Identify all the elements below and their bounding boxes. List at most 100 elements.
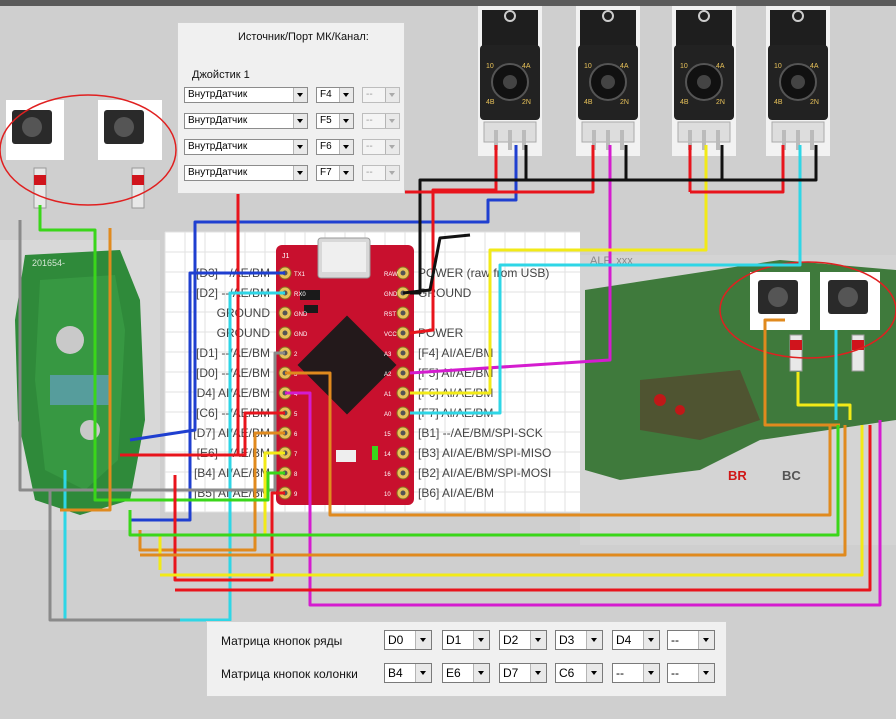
- channel-select-value: --: [366, 141, 373, 152]
- wire-red: [173, 475, 285, 582]
- matrix-col-select[interactable]: B4: [384, 663, 432, 683]
- matrix-col-select[interactable]: D7: [499, 663, 547, 683]
- matrix-col-select[interactable]: C6: [555, 663, 603, 683]
- left-pin-silk: 8: [294, 472, 298, 478]
- matrix-col-select[interactable]: --: [612, 663, 660, 683]
- wire-gray: [20, 488, 180, 622]
- right-pin-silk: A0: [384, 412, 392, 418]
- source-select[interactable]: ВнутрДатчик: [184, 113, 308, 129]
- left-pin-label: [D7] AI/AE/BM: [193, 426, 270, 440]
- matrix-row-select[interactable]: --: [667, 630, 715, 650]
- matrix-row-select[interactable]: D4: [612, 630, 660, 650]
- left-pin-silk: 9: [294, 492, 298, 498]
- left-pin-label: [B5] AI/AE/BM: [194, 486, 270, 500]
- chevron-down-icon: [698, 631, 714, 649]
- wire-yellow: [796, 372, 852, 420]
- left-pin-label: [D1] --/AE/BM: [196, 346, 270, 360]
- wire-blue: [129, 145, 518, 442]
- right-pin-label: [B3] AI/AE/BM/SPI-MISO: [418, 446, 551, 460]
- right-pin-label: POWER: [418, 326, 464, 340]
- chevron-down-icon: [473, 631, 489, 649]
- left-pin-silk: 3: [294, 372, 298, 378]
- wire-green: [128, 425, 840, 537]
- right-pin-label: [B6] AI/AE/BM: [418, 486, 494, 500]
- wire-black: [420, 145, 818, 182]
- left-pin-silk: TX1: [294, 272, 306, 278]
- chevron-down-icon: [586, 664, 602, 682]
- matrix-row-select[interactable]: D1: [442, 630, 490, 650]
- matrix-col-select[interactable]: --: [667, 663, 715, 683]
- chevron-down-icon: [339, 140, 353, 154]
- button-matrix-panel: Матрица кнопок ряды Матрица кнопок колон…: [206, 621, 727, 697]
- matrix-col-select[interactable]: E6: [442, 663, 490, 683]
- matrix-select-value: --: [671, 633, 679, 647]
- wire-red: [120, 411, 285, 457]
- pot-label: 4A: [716, 63, 725, 70]
- chevron-down-icon: [293, 114, 307, 128]
- port-select-value: F5: [320, 115, 332, 126]
- wire-red: [690, 145, 785, 194]
- left-pin-silk: 2: [294, 352, 298, 358]
- wire-cyan: [410, 145, 802, 415]
- source-panel-title: Источник/Порт МК/Канал:: [238, 31, 369, 43]
- chevron-down-icon: [643, 631, 659, 649]
- source-select[interactable]: ВнутрДатчик: [184, 165, 308, 181]
- right-buttons-highlight: [719, 261, 896, 359]
- left-pin-label: [D0] --/AE/BM: [196, 366, 270, 380]
- pot-label: 4B: [584, 99, 593, 106]
- left-pin-label: GROUND: [217, 306, 271, 320]
- channel-select: --: [362, 139, 400, 155]
- left-pin-silk: GND: [294, 312, 308, 318]
- right-pcb: ALF_xxx BR BC: [580, 255, 896, 545]
- right-pin-silk: A2: [384, 372, 392, 378]
- channel-select: --: [362, 87, 400, 103]
- source-select[interactable]: ВнутрДатчик: [184, 139, 308, 155]
- port-select[interactable]: F6: [316, 139, 354, 155]
- chevron-down-icon: [530, 664, 546, 682]
- pot-label: 4A: [522, 63, 531, 70]
- source-select[interactable]: ВнутрДатчик: [184, 87, 308, 103]
- matrix-select-value: D2: [503, 633, 519, 647]
- left-pin-silk: RX0: [294, 292, 306, 298]
- chevron-down-icon: [698, 664, 714, 682]
- chevron-down-icon: [385, 166, 399, 180]
- source-select-value: ВнутрДатчик: [188, 167, 248, 178]
- chevron-down-icon: [385, 140, 399, 154]
- right-pin-silk: 10: [384, 492, 391, 498]
- left-pin-silk: GND: [294, 332, 308, 338]
- chevron-down-icon: [339, 114, 353, 128]
- left-buttons: [0, 94, 177, 209]
- left-pin-label: GROUND: [217, 326, 271, 340]
- left-pin-silk: 6: [294, 432, 298, 438]
- matrix-row-select[interactable]: D2: [499, 630, 547, 650]
- chevron-down-icon: [643, 664, 659, 682]
- left-pin-silk: 4: [294, 392, 298, 398]
- port-select[interactable]: F4: [316, 87, 354, 103]
- right-pin-silk: RST: [384, 312, 396, 318]
- port-select[interactable]: F7: [316, 165, 354, 181]
- source-port-panel: Источник/Порт МК/Канал: Джойстик 1 Внутр…: [177, 22, 405, 194]
- left-pin-label: [C6] --/AE/BM: [196, 406, 270, 420]
- label-bc: BC: [782, 468, 801, 483]
- channel-select-value: --: [366, 167, 373, 178]
- chevron-down-icon: [530, 631, 546, 649]
- port-select-value: F4: [320, 89, 332, 100]
- matrix-select-value: D3: [559, 633, 575, 647]
- port-select[interactable]: F5: [316, 113, 354, 129]
- matrix-row-select[interactable]: D3: [555, 630, 603, 650]
- matrix-cols-label: Матрица кнопок колонки: [221, 667, 358, 681]
- matrix-select-value: --: [616, 666, 624, 680]
- right-pin-silk: GND: [384, 292, 398, 298]
- left-pin-label: [D4] AI/AE/BM: [193, 386, 270, 400]
- channel-select: --: [362, 113, 400, 129]
- wire-orange: [285, 371, 832, 517]
- pot-label: 10: [680, 63, 688, 70]
- wire-cyan: [63, 291, 285, 622]
- right-buttons: [719, 261, 896, 372]
- pot-label: 2N: [620, 99, 629, 106]
- right-pin-silk: 14: [384, 452, 391, 458]
- matrix-row-select[interactable]: D0: [384, 630, 432, 650]
